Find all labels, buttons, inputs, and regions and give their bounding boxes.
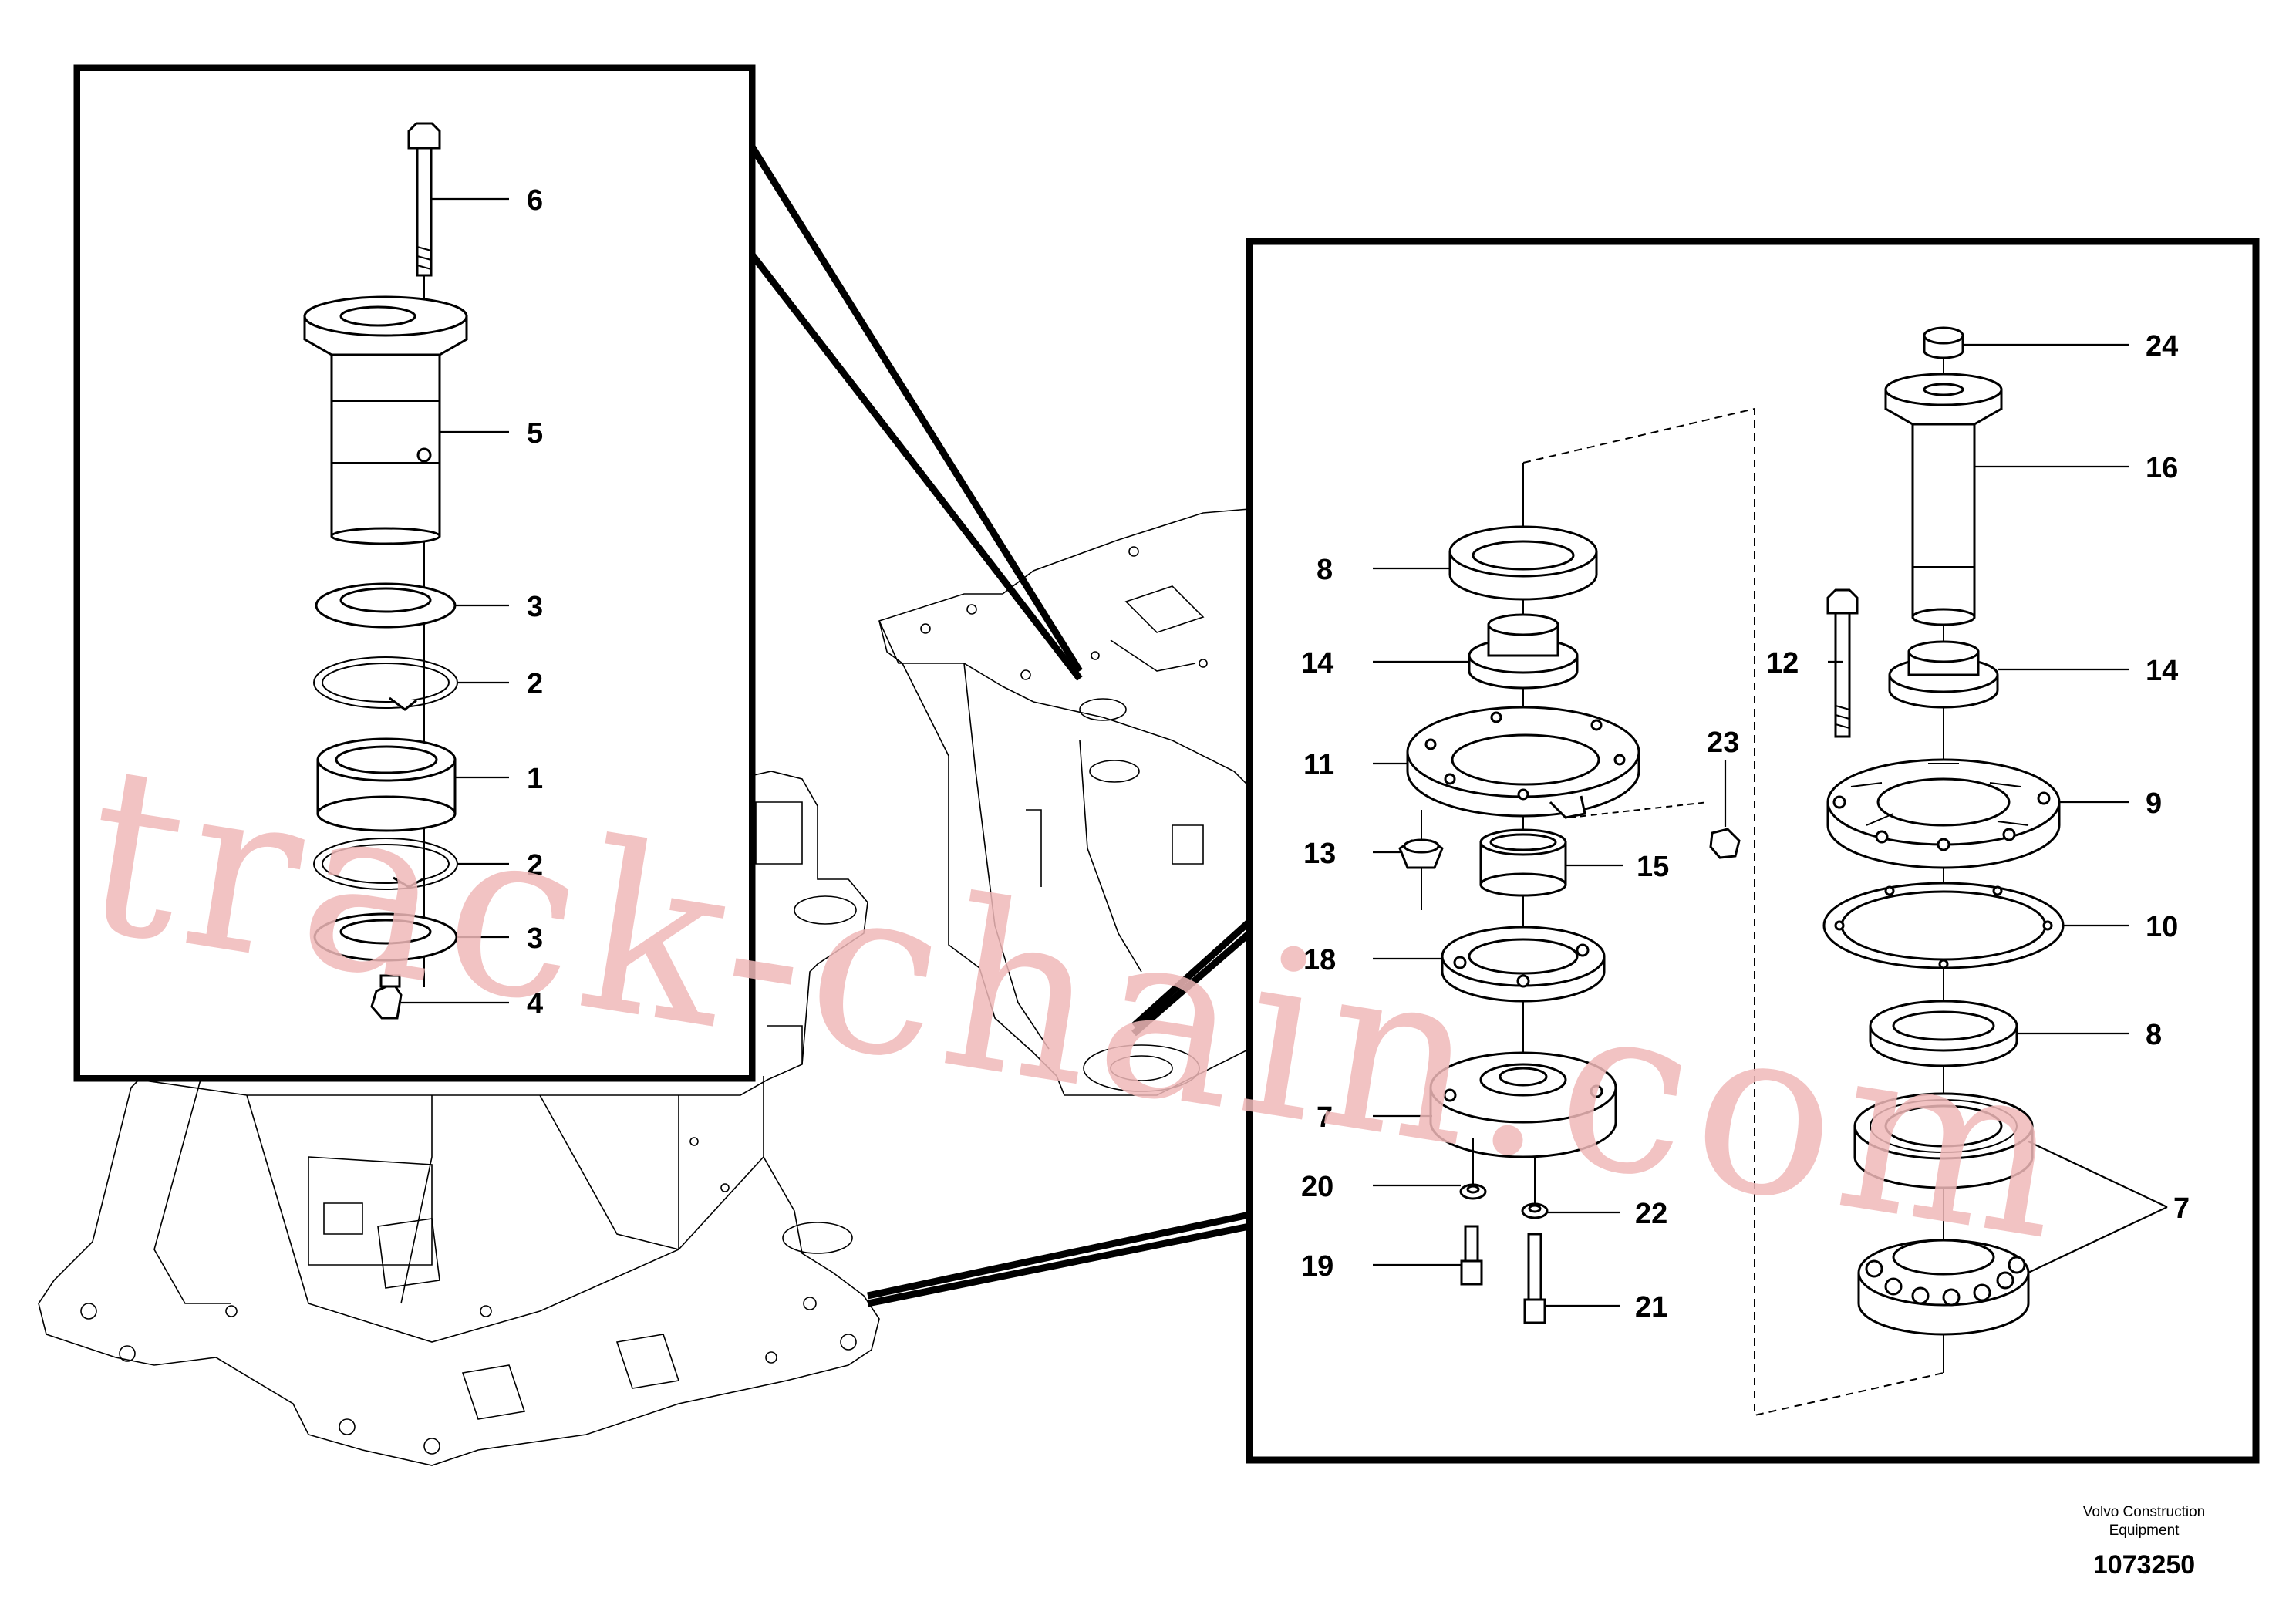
nut-part-13 [1398, 810, 1444, 910]
callout-label: 3 [527, 591, 543, 623]
seal-part-8-mid [1448, 525, 1598, 601]
callout-label: 5 [527, 417, 543, 450]
left-detail-parts [303, 122, 509, 1020]
grease-nipple-part-23 [1569, 801, 1741, 859]
right-callout-labels: 24 16 12 14 9 10 8 7 [1766, 330, 2190, 1225]
callout-label: 2 [527, 849, 543, 882]
callout-label: 12 [1766, 647, 1799, 679]
callout-label: 20 [1301, 1171, 1333, 1203]
callout-label: 23 [1707, 727, 1739, 759]
callout-label: 22 [1635, 1198, 1667, 1230]
callout-label: 21 [1635, 1291, 1667, 1324]
callout-label: 6 [527, 184, 543, 217]
middle-stack-parts [1373, 407, 1944, 1417]
bolt-part-12 [1826, 588, 1859, 738]
callout-label: 7 [1317, 1101, 1333, 1134]
callout-label: 14 [2146, 655, 2178, 687]
seal-part-8-right [1869, 1000, 2018, 1067]
cap-part-24 [1923, 326, 1964, 359]
callout-label: 11 [1303, 749, 1334, 781]
detail-box-left [73, 64, 1083, 1082]
shim-part-10 [1822, 882, 2065, 969]
thrust-washer-part-18 [1441, 926, 1606, 1003]
washer-part-3-bottom [313, 912, 458, 962]
housing-part-9 [1826, 758, 2061, 869]
callout-label: 13 [1303, 838, 1336, 870]
screw-part-19 [1460, 1225, 1483, 1286]
company-name-line1: Volvo Construction [2083, 1504, 2205, 1520]
callout-label: 4 [527, 988, 543, 1020]
callout-label: 7 [2173, 1192, 2190, 1225]
flange-part-11 [1406, 706, 1640, 819]
bolt-part-21 [1523, 1233, 1546, 1324]
sleeve-part-15 [1479, 828, 1567, 897]
pin-part-16 [1884, 373, 2003, 626]
pin-part-5 [303, 295, 468, 545]
callout-label: 24 [2146, 330, 2178, 363]
machine-frame-drawing [38, 508, 1254, 1466]
callout-label: 2 [527, 668, 543, 700]
company-name-line2: Equipment [2109, 1523, 2180, 1539]
bearing-part-7-upper [1853, 1092, 2034, 1189]
callout-label: 8 [2146, 1019, 2162, 1051]
callout-label: 18 [1303, 944, 1336, 976]
bearing-part-7-mid [1429, 1051, 1617, 1158]
callout-label: 19 [1301, 1250, 1333, 1283]
bolt-part-6 [407, 122, 441, 277]
callout-label: 10 [2146, 911, 2178, 943]
washer-part-3-top [315, 582, 457, 629]
callout-label: 8 [1317, 554, 1333, 586]
callout-label: 14 [1301, 647, 1333, 679]
document-number: 1073250 [2093, 1550, 2195, 1580]
bushing-part-1 [316, 737, 457, 832]
bushing-part-14-mid [1468, 613, 1579, 690]
middle-callout-labels: 8 14 11 13 15 18 7 20 22 19 21 23 [1301, 554, 1739, 1324]
washer-part-22 [1521, 1202, 1549, 1219]
callout-label: 3 [527, 922, 543, 955]
callout-label: 15 [1637, 851, 1669, 883]
caption-block: Volvo Construction Equipment 1073250 [2083, 1504, 2205, 1580]
bearing-part-7-lower [1857, 1239, 2030, 1336]
right-stack-parts [1822, 326, 2168, 1373]
callout-label: 1 [527, 763, 543, 795]
left-callout-labels: 6 5 3 2 1 2 3 4 [527, 184, 543, 1020]
grease-nipple-part-4 [370, 974, 403, 1020]
bushing-part-14-right [1888, 640, 1999, 709]
callout-label: 16 [2146, 452, 2178, 484]
callout-label: 9 [2146, 787, 2162, 820]
